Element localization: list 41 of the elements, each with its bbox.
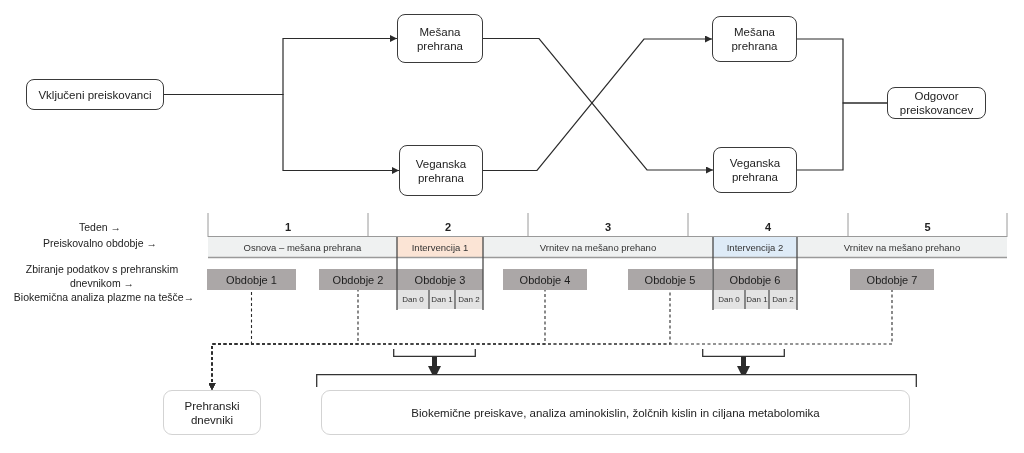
row-label: Biokemična analiza plazme na tešče→ xyxy=(13,290,195,304)
dashed-arrow xyxy=(208,289,893,391)
day-cell: Dan 0 xyxy=(713,290,745,309)
period-band: Vrnitev na mešano prehano xyxy=(483,237,713,257)
day-cell: Dan 1 xyxy=(429,290,455,309)
process-box: Mešana prehrana xyxy=(397,14,483,63)
day-cell: Dan 0 xyxy=(397,290,429,309)
process-box: Veganska prehrana xyxy=(713,147,797,193)
bracket xyxy=(702,349,785,357)
week-number: 2 xyxy=(444,220,452,234)
process-box: Veganska prehrana xyxy=(399,145,483,196)
day-cell: Dan 1 xyxy=(745,290,769,309)
day-cell: Dan 2 xyxy=(455,290,483,309)
outcome-box: Prehranski dnevniki xyxy=(163,390,261,435)
outcome-box: Biokemične preiskave, analiza aminokislin, žolčnih kislin in ciljana metabolomika xyxy=(321,390,910,435)
period-box: Obdobje 4 xyxy=(503,269,587,290)
intervention-band: Intervencija 2 xyxy=(713,237,797,257)
intervention-band: Intervencija 1 xyxy=(397,237,483,257)
period-band: Vrnitev na mešano prehano xyxy=(797,237,1007,257)
period-band: Osnova – mešana prehrana xyxy=(208,237,397,257)
week-number: 1 xyxy=(284,220,292,234)
period-box: Obdobje 5 xyxy=(628,269,712,290)
arrow xyxy=(163,93,400,174)
week-number: 3 xyxy=(604,220,612,234)
period-box: Obdobje 6 xyxy=(713,269,797,290)
day-cell: Dan 2 xyxy=(769,290,797,309)
bracket xyxy=(393,349,476,357)
process-box: Odgovor preiskovancev xyxy=(887,87,986,119)
connector-line xyxy=(796,102,888,171)
period-box: Obdobje 3 xyxy=(397,269,483,290)
period-box: Obdobje 7 xyxy=(850,269,934,290)
period-box: Obdobje 1 xyxy=(207,269,296,290)
row-label: Zbiranje podatkov s prehranskim dnevnikom → xyxy=(24,262,180,290)
period-box: Obdobje 2 xyxy=(319,269,397,290)
week-number: 5 xyxy=(924,220,931,234)
row-label: Teden → xyxy=(79,220,121,234)
row-label: Preiskovalno obdobje → xyxy=(43,236,157,250)
bracket xyxy=(316,374,917,387)
week-number: 4 xyxy=(764,220,772,234)
process-box: Mešana prehrana xyxy=(712,16,797,62)
process-box: Vključeni preiskovanci xyxy=(26,79,164,110)
